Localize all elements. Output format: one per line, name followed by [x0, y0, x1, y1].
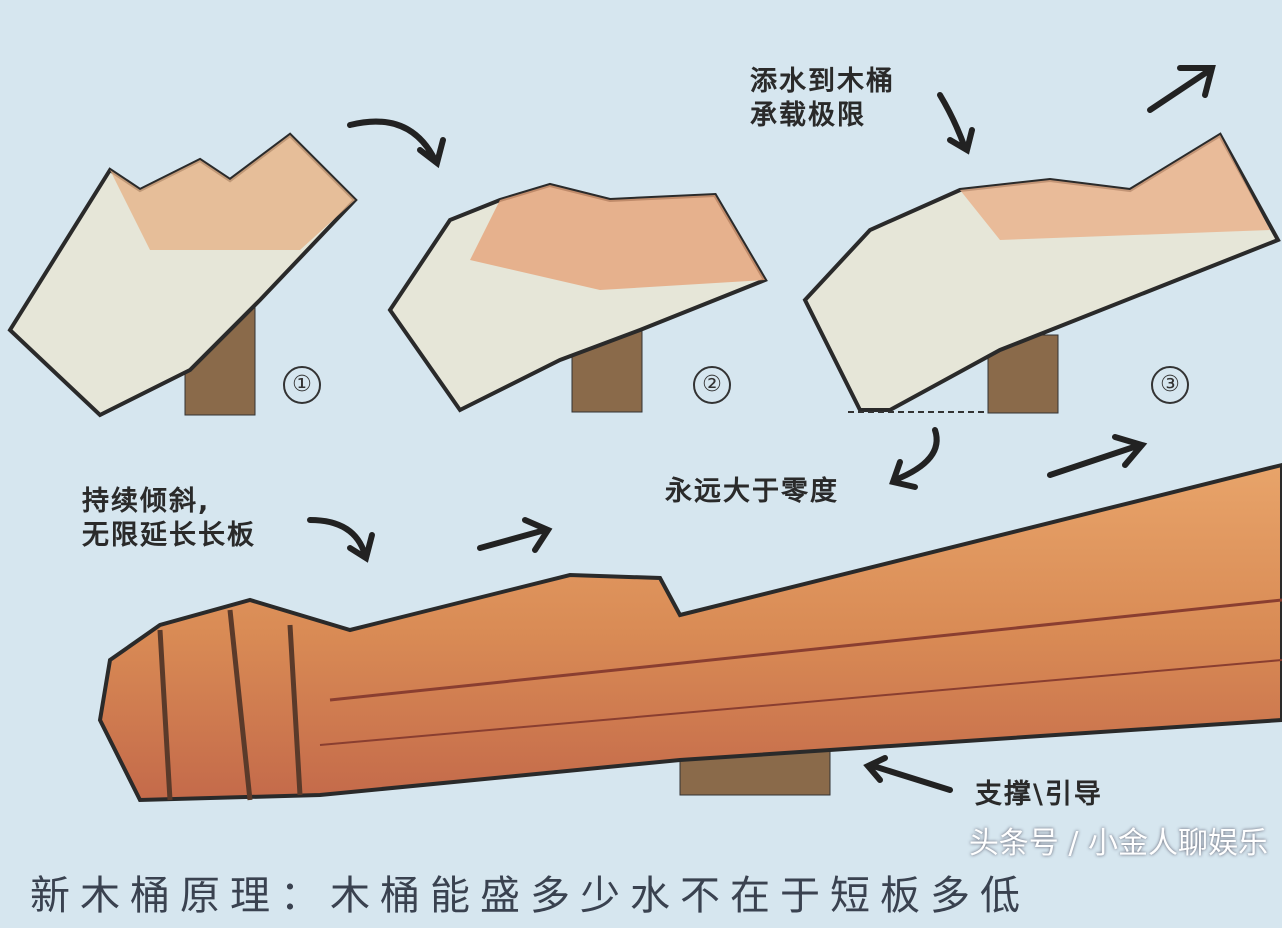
arrow-icon	[477, 517, 553, 553]
step-1-marker: ①	[283, 366, 321, 404]
tilted-bucket-1	[7, 132, 358, 418]
caption: 新木桶原理：木桶能盛多少水不在于短板多低	[30, 873, 1030, 919]
tilted-bucket-3	[802, 132, 1281, 414]
arrow-icon	[347, 118, 446, 169]
arrow-icon	[863, 755, 953, 793]
keep-tilting-label: 持续倾斜, 无限延长长板	[82, 486, 256, 551]
support-label: 支撑\引导	[975, 779, 1103, 810]
arrow-icon	[1047, 434, 1148, 478]
step-2-marker: ②	[693, 366, 731, 404]
arrow-icon	[889, 427, 940, 490]
always-above-zero-label: 永远大于零度	[665, 476, 839, 507]
arrow-icon	[937, 92, 975, 155]
arrow-icon	[1147, 65, 1216, 113]
long-plank-bucket	[97, 462, 1282, 803]
tilted-bucket-2	[387, 182, 768, 413]
arrows	[307, 65, 1216, 793]
arrow-icon	[307, 517, 375, 563]
watermark: 头条号 / 小金人聊娱乐	[968, 826, 1268, 861]
add-water-label: 添水到木桶 承载极限	[750, 66, 895, 131]
step-3-marker: ③	[1151, 366, 1189, 404]
